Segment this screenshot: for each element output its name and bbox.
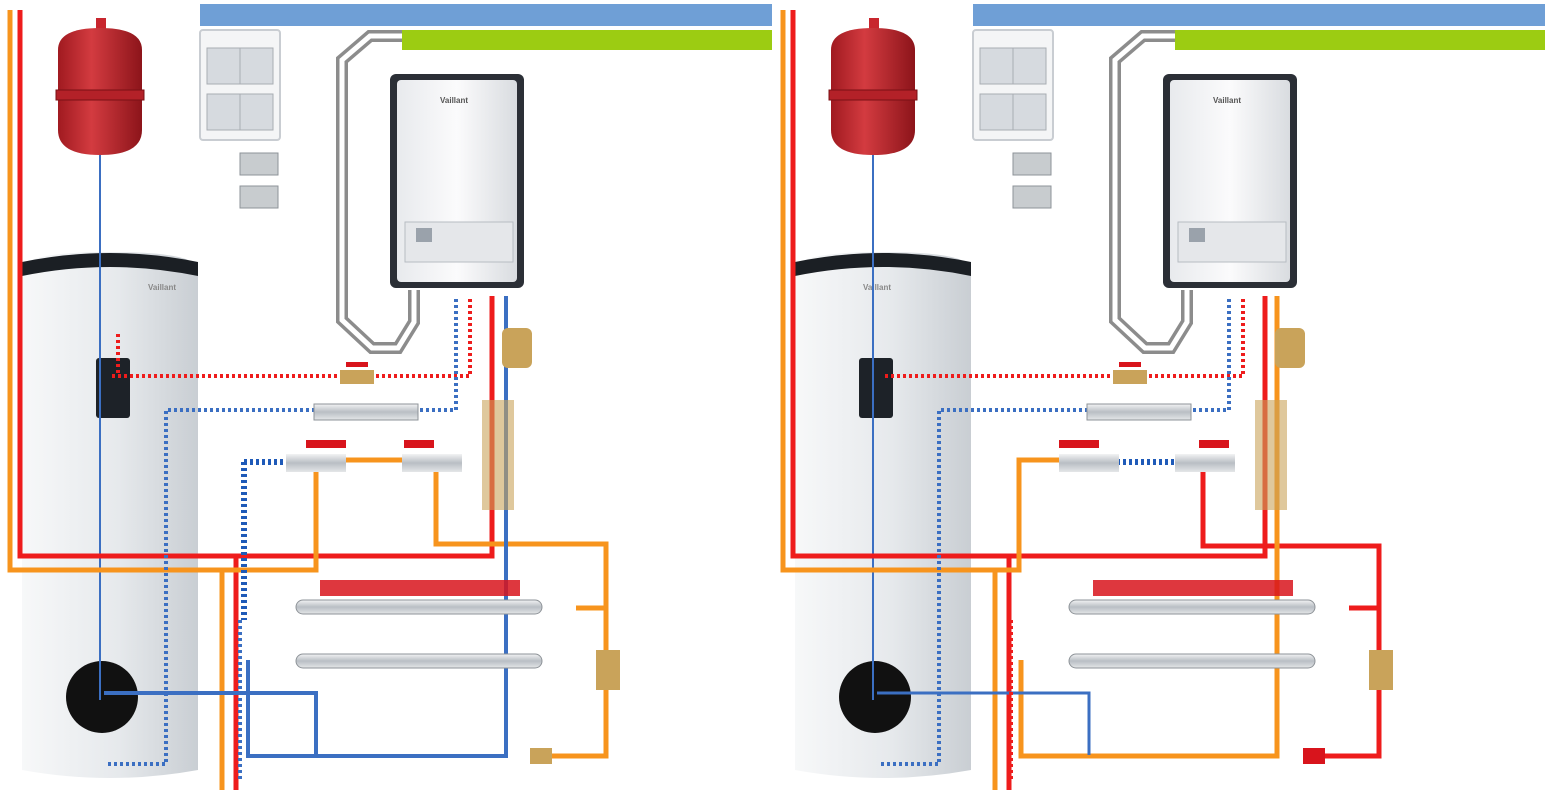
wall-boiler: Vaillant xyxy=(390,74,524,288)
panel-left: Vaillant Vaillant xyxy=(7,4,772,790)
dotted-lines xyxy=(881,296,1245,780)
manifold-supply xyxy=(295,580,543,615)
boiler-brand-label: Vaillant xyxy=(440,96,468,105)
top-bar-blue xyxy=(973,4,1545,26)
inline-filter xyxy=(313,403,419,421)
inline-filter xyxy=(1086,403,1192,421)
top-bar-green xyxy=(1175,30,1545,50)
tank-thermostat-box xyxy=(96,358,130,418)
dotted-lines xyxy=(108,296,472,780)
mixing-valve-right xyxy=(1175,440,1235,472)
top-bar-blue xyxy=(200,4,772,26)
tank-coil-port xyxy=(839,661,911,733)
pipes-return xyxy=(780,10,1280,790)
pump-group xyxy=(1255,400,1287,510)
drain-valve xyxy=(1303,748,1325,764)
mixing-valve-right xyxy=(402,440,462,472)
electrical-cabinet xyxy=(972,29,1054,141)
strainer xyxy=(1369,650,1393,690)
tank-coil-port xyxy=(66,661,138,733)
room-thermostat-2 xyxy=(239,185,279,209)
wall-boiler: Vaillant xyxy=(1163,74,1297,288)
pump-group xyxy=(482,400,514,510)
mixing-valve-left xyxy=(286,440,346,472)
air-separator xyxy=(1275,328,1305,368)
pipes-cold xyxy=(104,296,508,758)
tank-brand-label: Vaillant xyxy=(863,283,891,292)
panel-right: Vaillant Vaillant xyxy=(780,4,1545,790)
storage-tank: Vaillant xyxy=(795,252,971,778)
drain-valve xyxy=(530,748,552,764)
ball-valve-top xyxy=(1113,362,1147,384)
boiler-brand-label: Vaillant xyxy=(1213,96,1241,105)
electrical-cabinet xyxy=(199,29,281,141)
strainer xyxy=(596,650,620,690)
room-thermostat-2 xyxy=(1012,185,1052,209)
manifold-return xyxy=(1068,653,1316,669)
tank-brand-label: Vaillant xyxy=(148,283,176,292)
expansion-tank xyxy=(828,18,918,155)
room-thermostat-1 xyxy=(1012,152,1052,176)
top-bar-green xyxy=(402,30,772,50)
pipes-cold xyxy=(877,691,1091,755)
manifold-supply xyxy=(1068,580,1316,615)
storage-tank: Vaillant xyxy=(22,252,198,778)
ball-valve-top xyxy=(340,362,374,384)
expansion-tank xyxy=(55,18,145,155)
tank-thermostat-box xyxy=(859,358,893,418)
manifold-return xyxy=(295,653,543,669)
mixing-valve-left xyxy=(1059,440,1119,472)
air-separator xyxy=(502,328,532,368)
room-thermostat-1 xyxy=(239,152,279,176)
